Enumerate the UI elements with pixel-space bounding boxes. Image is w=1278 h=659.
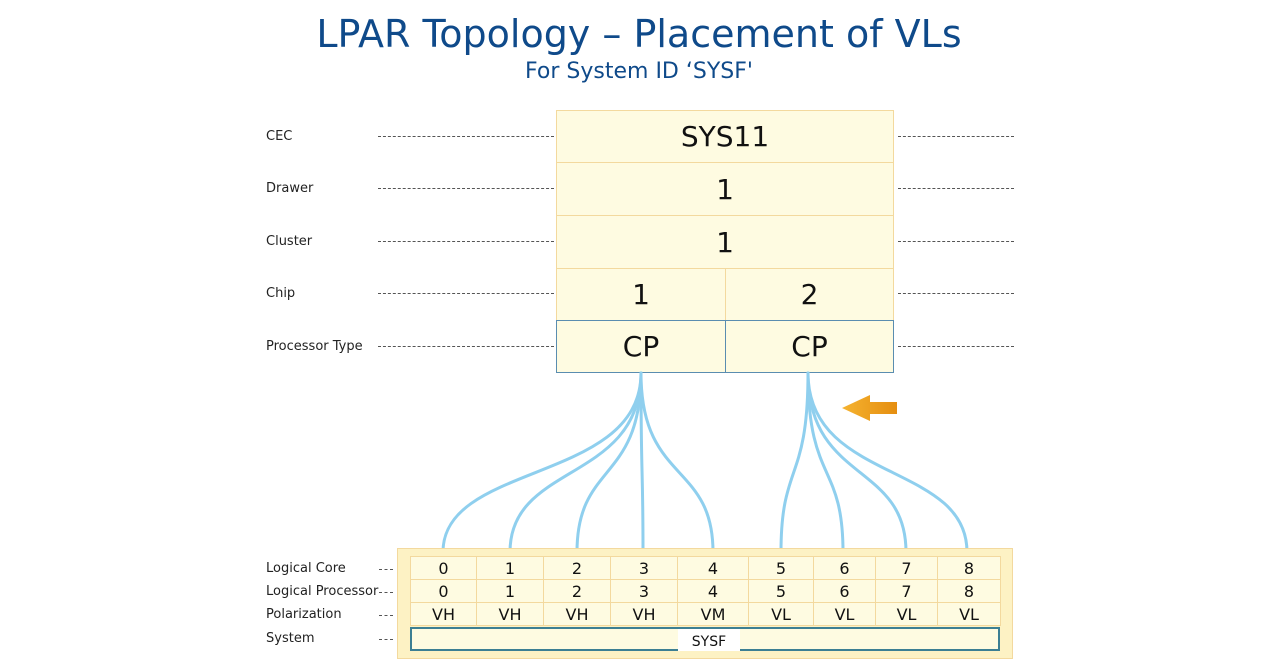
row-label-logical-core: Logical Core — [266, 561, 346, 576]
row-label-cluster: Cluster — [266, 234, 313, 249]
logical-processor-cell-5: 5 — [748, 579, 814, 603]
leader-line-cluster-right — [898, 241, 1014, 242]
leader-line-processor-type-left — [378, 346, 554, 347]
logical-processor-cell-2: 2 — [543, 579, 611, 603]
leader-line-logical-processor — [379, 592, 393, 593]
page-subtitle: For System ID ‘SYSF' — [525, 59, 753, 84]
logical-core-cell-3: 3 — [610, 556, 678, 580]
polarization-cell-7: VL — [875, 602, 938, 626]
processor-type-box-2: CP — [725, 320, 894, 373]
polarization-cell-1: VH — [476, 602, 544, 626]
row-label-system: System — [266, 631, 315, 646]
logical-core-cell-5: 5 — [748, 556, 814, 580]
polarization-cell-0: VH — [410, 602, 477, 626]
leader-line-cec-left — [378, 136, 554, 137]
logical-core-cell-2: 2 — [543, 556, 611, 580]
row-label-polarization: Polarization — [266, 607, 342, 622]
system-label: SYSF — [678, 629, 740, 651]
leader-line-cec-right — [898, 136, 1014, 137]
processor-type-box-1: CP — [556, 320, 726, 373]
page-title: LPAR Topology – Placement of VLs — [316, 12, 962, 56]
logical-processor-cell-6: 6 — [813, 579, 876, 603]
logical-core-cell-7: 7 — [875, 556, 938, 580]
leader-line-system — [379, 639, 393, 640]
logical-core-cell-1: 1 — [476, 556, 544, 580]
connection-line-chip-2-to-core-7 — [806, 371, 908, 554]
leader-line-drawer-right — [898, 188, 1014, 189]
connection-line-chip-1-to-core-1 — [508, 371, 643, 554]
connection-line-chip-1-to-core-0 — [441, 371, 643, 554]
row-label-cec: CEC — [266, 129, 293, 144]
polarization-cell-2: VH — [543, 602, 611, 626]
logical-core-cell-4: 4 — [677, 556, 749, 580]
logical-processor-cell-1: 1 — [476, 579, 544, 603]
logical-processor-cell-3: 3 — [610, 579, 678, 603]
polarization-cell-3: VH — [610, 602, 678, 626]
polarization-cell-6: VL — [813, 602, 876, 626]
leader-line-processor-type-right — [898, 346, 1014, 347]
logical-processor-cell-8: 8 — [937, 579, 1001, 603]
leader-line-drawer-left — [378, 188, 554, 189]
polarization-cell-8: VL — [937, 602, 1001, 626]
logical-core-cell-6: 6 — [813, 556, 876, 580]
connection-line-chip-1-to-core-2 — [575, 371, 643, 554]
logical-processor-cell-0: 0 — [410, 579, 477, 603]
logical-core-cell-0: 0 — [410, 556, 477, 580]
leader-line-cluster-left — [378, 241, 554, 242]
row-label-drawer: Drawer — [266, 181, 314, 196]
leader-line-chip-left — [378, 293, 554, 294]
row-label-processor-type: Processor Type — [266, 339, 363, 354]
connection-line-chip-1-to-core-3 — [639, 371, 645, 554]
connection-line-chip-2-to-core-8 — [806, 371, 969, 554]
row-label-logical-processor: Logical Processor — [266, 584, 379, 599]
leader-line-logical-core — [379, 569, 393, 570]
connection-line-chip-2-to-core-5 — [779, 371, 810, 554]
polarization-cell-4: VM — [677, 602, 749, 626]
polarization-cell-5: VL — [748, 602, 814, 626]
row-label-chip: Chip — [266, 286, 296, 301]
connection-line-chip-2-to-core-6 — [806, 371, 845, 554]
logical-processor-cell-4: 4 — [677, 579, 749, 603]
connection-line-chip-1-to-core-4 — [639, 371, 715, 554]
logical-core-cell-8: 8 — [937, 556, 1001, 580]
leader-line-polarization — [379, 615, 393, 616]
arrow-left-icon — [842, 395, 897, 421]
leader-line-chip-right — [898, 293, 1014, 294]
logical-processor-cell-7: 7 — [875, 579, 938, 603]
